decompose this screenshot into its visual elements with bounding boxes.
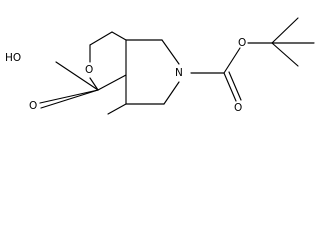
nitrogen-label: N	[175, 67, 183, 79]
boc-carbonyl-oxygen-label: O	[234, 102, 242, 114]
bond-bridge-to-carboxyl-c	[97, 74, 127, 91]
bond-c-oh	[55, 61, 99, 91]
bond-ch2-to-n-bottom	[163, 81, 180, 105]
boc-group	[190, 17, 315, 102]
boc-ester-oxygen-label: O	[238, 37, 246, 49]
chemical-structure: O N HO O O O	[5, 17, 315, 115]
hydroxyl-label: HO	[5, 52, 21, 64]
bond-carbonyl-double-a	[223, 72, 237, 102]
skeleton-bonds	[89, 31, 180, 115]
bond-c-o-double-a	[39, 89, 99, 104]
bond-c-o-double-b	[40, 89, 99, 109]
bond-carbonyl-double-b	[228, 71, 242, 101]
atom-labels: O N HO O O O	[5, 37, 246, 114]
bond-bottom-left	[107, 103, 127, 115]
carboxylic-acid-group	[39, 61, 99, 109]
bond-tbu-methyl-down	[271, 42, 299, 67]
bond-ch2-to-n-top	[161, 39, 180, 65]
bond-upper-left	[89, 31, 113, 46]
bond-o-left-b	[89, 77, 99, 91]
ring-oxygen-label: O	[85, 64, 93, 76]
bond-tbu-methyl-up	[271, 17, 299, 44]
bond-upper-top	[111, 31, 127, 41]
bond-carbonyl-ester-o	[223, 47, 241, 74]
carboxyl-carbonyl-oxygen-label: O	[29, 100, 37, 112]
